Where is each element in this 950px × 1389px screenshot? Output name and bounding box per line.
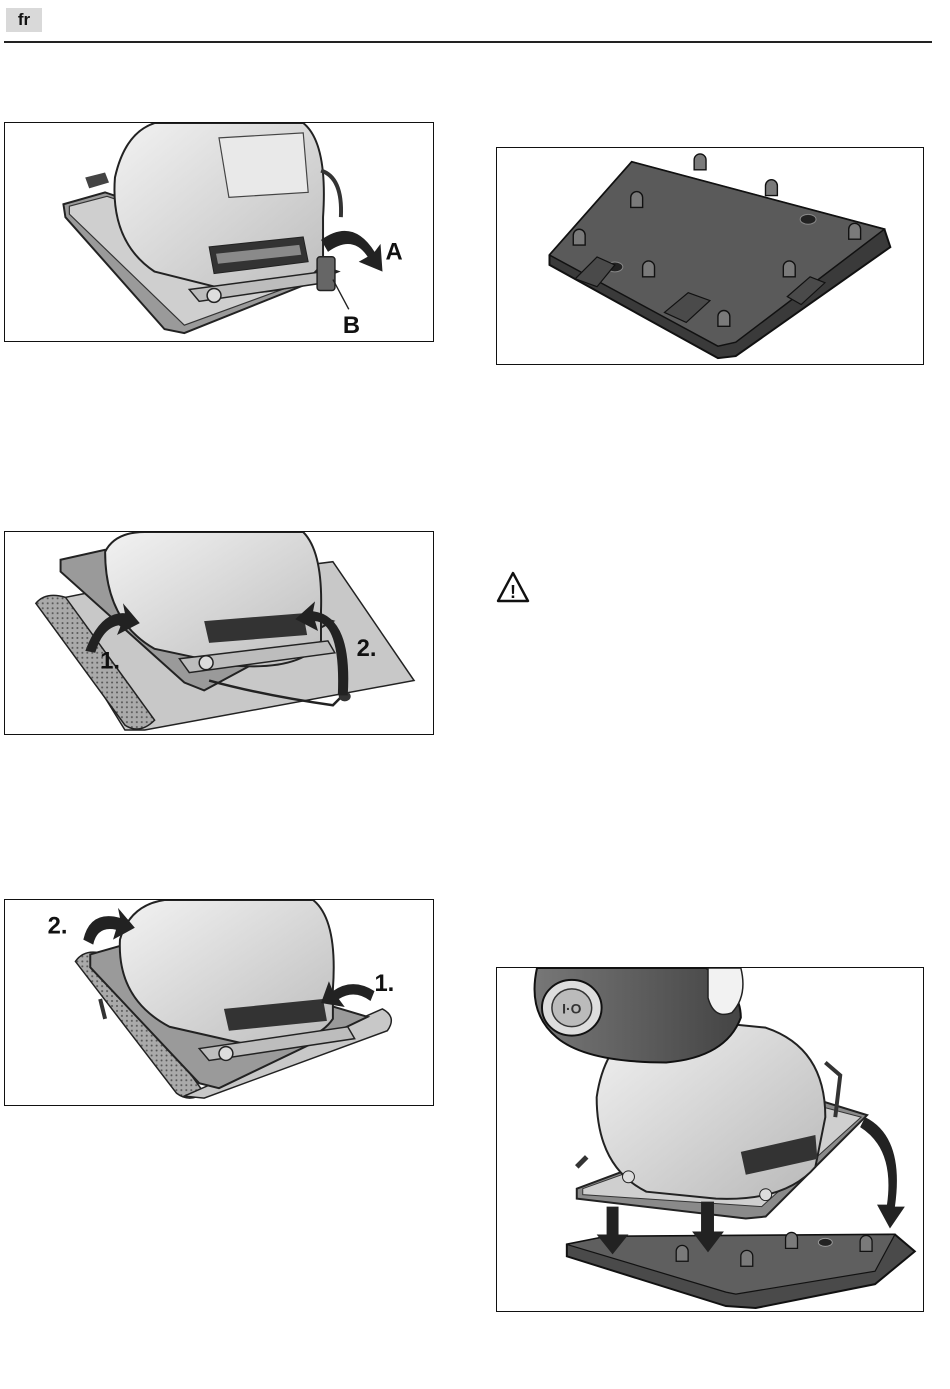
- label-step1: 1.: [100, 648, 120, 675]
- switch-mark: I·O: [562, 1001, 581, 1017]
- label-b: B: [343, 312, 360, 339]
- warning-glyph: !: [510, 582, 516, 602]
- figure-insert-paper: 1. 2.: [4, 531, 434, 735]
- label-step2: 2.: [48, 913, 68, 940]
- figure-clamp-lever: A B: [4, 122, 434, 342]
- label-step1: 1.: [374, 970, 394, 997]
- figure-fasten-paper: 2. 1.: [4, 899, 434, 1106]
- label-step2: 2.: [357, 635, 377, 662]
- header-rule: [4, 41, 932, 43]
- language-tag: fr: [6, 8, 42, 32]
- figure-mount-on-plate: I·O: [496, 967, 924, 1312]
- figure-perforation-plate: [496, 147, 924, 365]
- label-a: A: [385, 239, 402, 266]
- warning-triangle-icon: !: [496, 571, 530, 603]
